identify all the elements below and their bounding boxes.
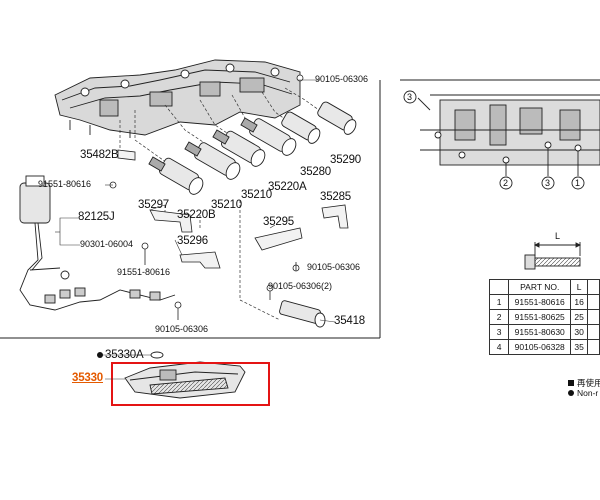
label-90301-06004: 90301-06004 [80, 239, 134, 249]
label-35330-highlighted[interactable]: 35330 [72, 372, 103, 384]
wire-harness [19, 175, 176, 311]
label-35220b: 35220B [177, 209, 216, 221]
solenoid-valves [148, 101, 357, 328]
brackets [117, 149, 349, 269]
table-cell-part: 91551-80616 [508, 294, 572, 310]
label-35482b: 35482B [80, 149, 119, 161]
legend-non-reusable: Non-r [568, 388, 598, 398]
table-cell-part: 90105-06328 [508, 339, 572, 355]
label-35210-b: 35210 [241, 189, 272, 201]
bolt-parts-table: PART NO. L 1 91551-80616 16 2 91551-8062… [488, 279, 600, 355]
solenoid-35280 [281, 111, 321, 144]
label-35220a: 35220A [268, 181, 307, 193]
label-90105-06306-mid: 90105-06306 [307, 262, 361, 272]
label-91551-80616-a: 91551-80616 [38, 179, 92, 189]
bracket-35297 [149, 209, 193, 233]
table-cell-index: 4 [488, 339, 510, 355]
label-90105-06306-top: 90105-06306 [315, 74, 369, 84]
callout-1: 1 [575, 178, 581, 188]
callout-3b: 3 [545, 178, 551, 188]
bolts [109, 74, 304, 320]
bracket-35296 [179, 251, 221, 269]
legend-non-reusable-text: Non-r [577, 388, 599, 398]
bolt-dimension-drawing [524, 242, 582, 270]
callout-3a: 3 [407, 92, 413, 102]
o-ring-35330a [150, 351, 164, 359]
table-cell-l: 16 [570, 294, 589, 310]
table-cell-extra [587, 294, 600, 310]
table-cell-l: 25 [570, 309, 589, 325]
label-90105-06306-2: 90105-06306(2) [268, 281, 333, 291]
callout-circle-1 [571, 176, 585, 190]
bracket-35482b [117, 149, 136, 161]
solenoid-35418 [279, 300, 326, 328]
dot-icon [568, 390, 574, 396]
callout-2: 2 [503, 178, 509, 188]
label-35285: 35285 [320, 191, 351, 203]
label-35418: 35418 [334, 315, 365, 327]
label-leaders [55, 79, 336, 323]
label-35290: 35290 [330, 154, 361, 166]
table-header-row: PART NO. L [488, 279, 600, 295]
transmission-side-view [400, 79, 600, 176]
table-cell-index: 2 [488, 309, 510, 325]
solenoid-35220b [148, 156, 204, 195]
table-header-index [488, 279, 510, 295]
table-cell-extra [587, 309, 600, 325]
table-header-l: L [570, 279, 589, 295]
table-row: 1 91551-80616 16 [488, 294, 600, 310]
label-35295: 35295 [263, 216, 294, 228]
solenoid-35220a [240, 117, 297, 156]
highlight-box-35330 [111, 362, 270, 406]
label-35210-a: 35210 [211, 199, 242, 211]
legend-reuse: 再使用 [568, 377, 600, 389]
table-cell-l: 30 [570, 324, 589, 340]
table-cell-part: 91551-80625 [508, 309, 572, 325]
bolt-dimension-l: L [555, 231, 561, 241]
callout-circle-2 [499, 176, 513, 190]
oil-strainer-drawing [124, 351, 246, 399]
solenoid-35210-a [184, 141, 241, 180]
label-82125j: 82125J [78, 211, 115, 223]
label-90105-06306-low: 90105-06306 [155, 324, 209, 334]
bracket-35295 [254, 227, 303, 251]
table-cell-extra [587, 324, 600, 340]
table-cell-extra [587, 339, 600, 355]
table-row: 3 91551-80630 30 [488, 324, 600, 340]
table-header-extra [587, 279, 600, 295]
legend-reuse-text: 再使用 [577, 378, 600, 388]
label-35296: 35296 [177, 235, 208, 247]
table-cell-index: 1 [488, 294, 510, 310]
valve-body-drawing [54, 59, 301, 138]
table-row: 4 90105-06328 35 [488, 339, 600, 355]
solenoid-35210-b [212, 129, 266, 167]
label-35297: 35297 [138, 199, 169, 211]
label-35280: 35280 [300, 166, 331, 178]
bracket-35285 [321, 204, 349, 229]
table-row: 2 91551-80625 25 [488, 309, 600, 325]
label-35330a: 35330A [105, 349, 144, 361]
callout-circle-3b [541, 176, 555, 190]
table-cell-index: 3 [488, 324, 510, 340]
solenoid-35290 [317, 101, 357, 135]
square-icon [568, 380, 574, 386]
callout-circle-3a [403, 90, 417, 104]
callout-circles [403, 90, 585, 190]
table-cell-part: 91551-80630 [508, 324, 572, 340]
table-cell-l: 35 [570, 339, 589, 355]
table-header-part-no: PART NO. [508, 279, 572, 295]
label-91551-80616-b: 91551-80616 [117, 267, 171, 277]
bullet-35330a [97, 352, 103, 358]
